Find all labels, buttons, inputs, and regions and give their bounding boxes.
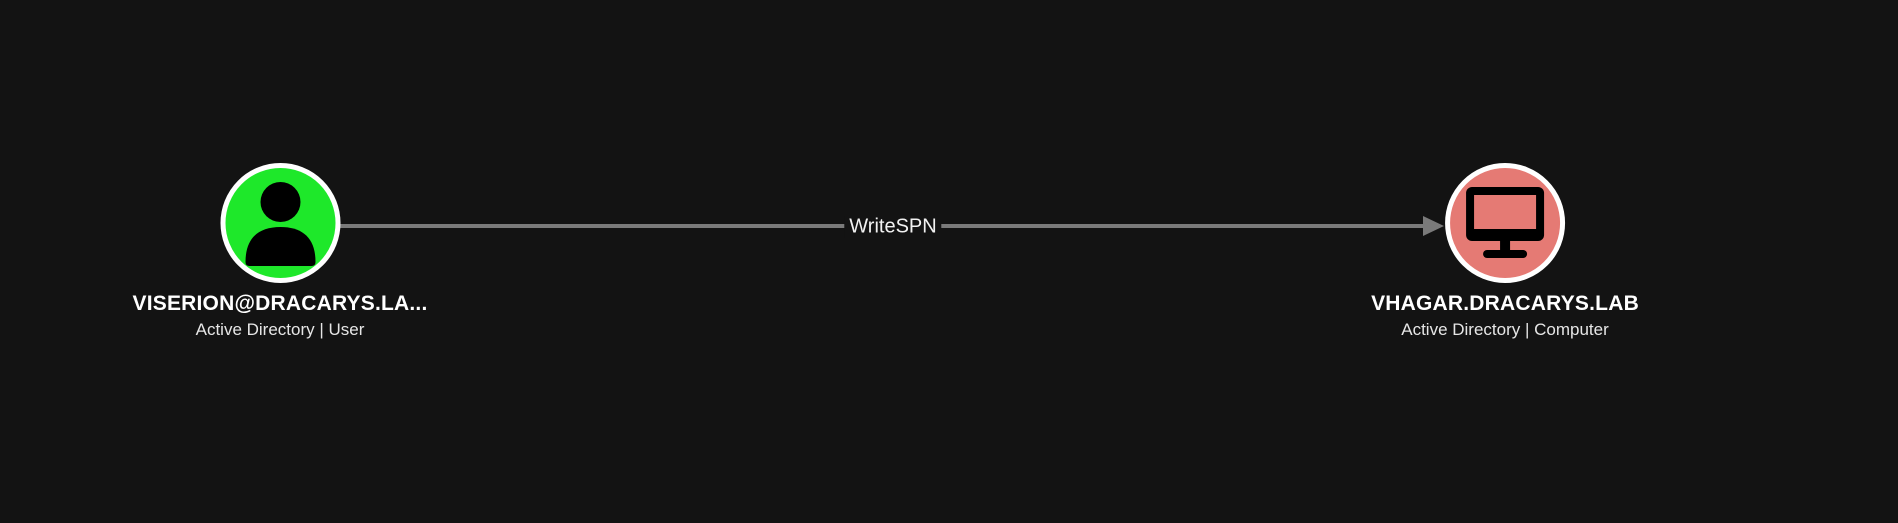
node-user-subtitle: Active Directory | User [195, 320, 365, 339]
node-computer[interactable]: VHAGAR.DRACARYS.LAB Active Directory | C… [1371, 163, 1639, 340]
node-user[interactable]: VISERION@DRACARYS.LA... Active Directory… [133, 163, 428, 340]
computer-icon [1465, 187, 1544, 258]
computer-node-circle[interactable] [1444, 163, 1565, 283]
user-node-circle[interactable] [220, 163, 340, 283]
edge-label-writespn[interactable]: WriteSPN [844, 215, 942, 239]
edge-arrowhead-icon [1423, 216, 1444, 236]
user-icon [245, 182, 315, 266]
node-user-label: VISERION@DRACARYS.LA... [132, 292, 428, 315]
computer-screen [1473, 195, 1536, 229]
node-computer-subtitle: Active Directory | Computer [1401, 320, 1609, 339]
node-computer-label: VHAGAR.DRACARYS.LAB [1371, 292, 1639, 315]
